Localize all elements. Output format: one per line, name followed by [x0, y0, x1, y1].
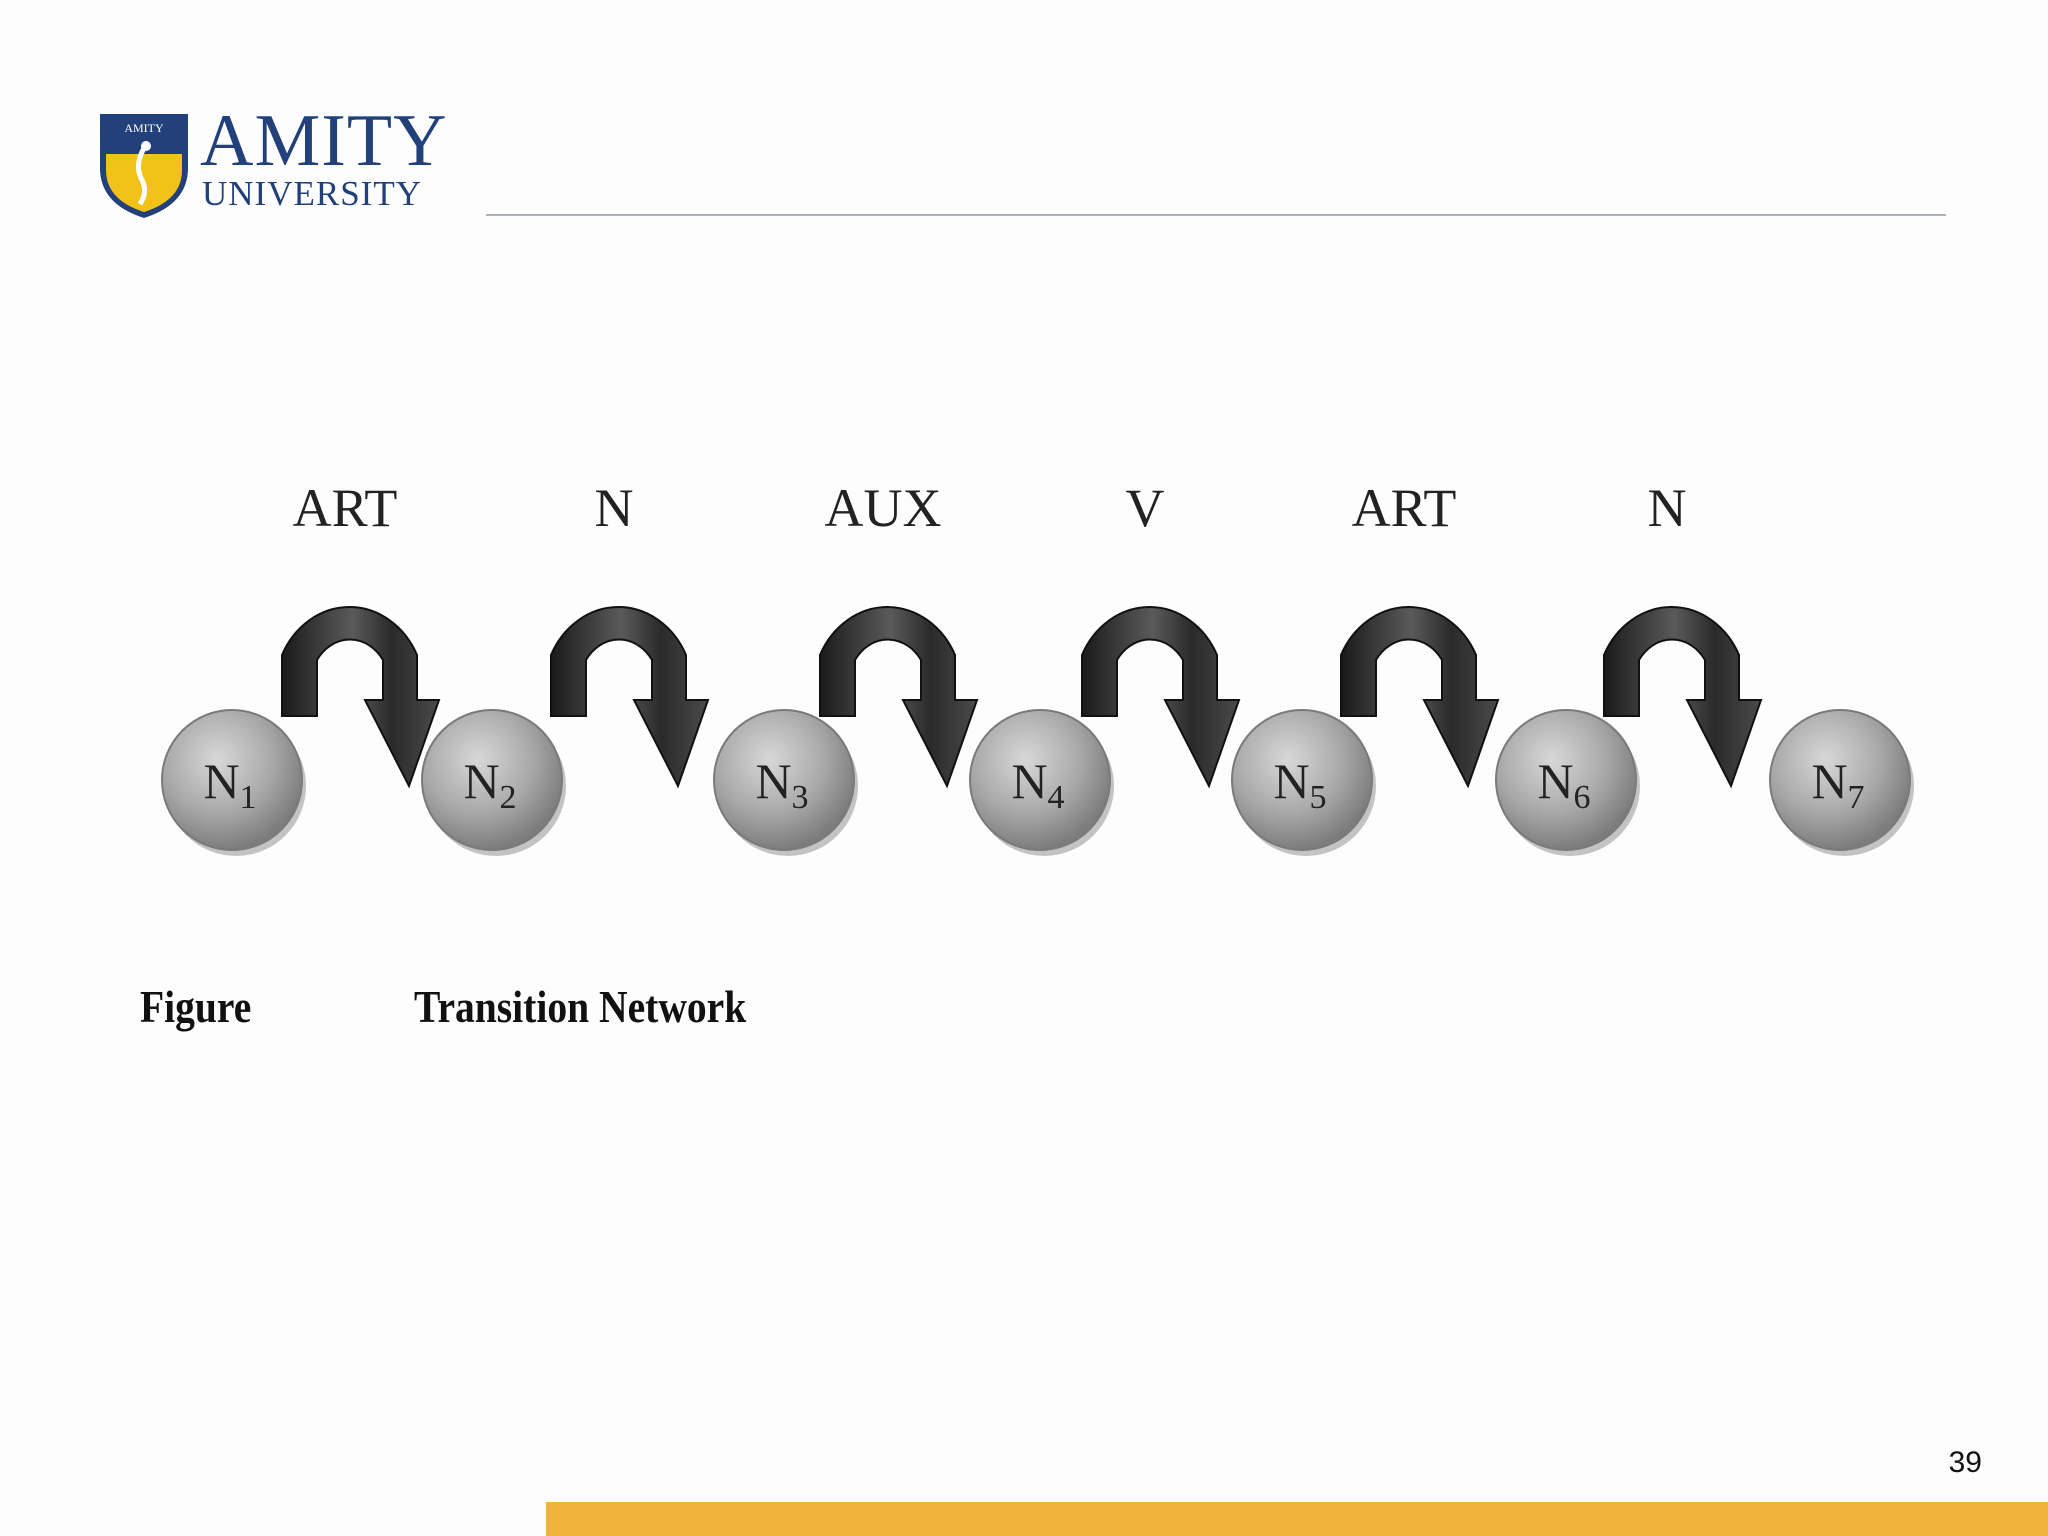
arrow-shape	[550, 606, 710, 789]
node-label: N7	[1811, 753, 1864, 816]
arrow-shape	[1081, 606, 1241, 789]
transition-arc: V	[1081, 478, 1241, 789]
arrow-shape	[281, 606, 441, 789]
node-label-base: N	[1811, 753, 1847, 809]
shield-icon: AMITY	[100, 114, 188, 218]
node-label: N2	[463, 753, 516, 816]
page-number: 39	[1948, 1446, 1982, 1479]
node-label: N4	[1011, 753, 1064, 816]
state-node: N4	[969, 709, 1114, 856]
transition-arc: N	[550, 478, 710, 789]
node-label: N1	[203, 753, 256, 816]
transition-arc: N	[1603, 478, 1763, 789]
node-label-base: N	[1011, 753, 1047, 809]
node-label-base: N	[463, 753, 499, 809]
node-label: N3	[755, 753, 808, 816]
logo-subtitle: UNIVERSITY	[202, 174, 422, 213]
transition-arc: ART	[1340, 478, 1500, 789]
state-node: N1	[161, 709, 306, 856]
transition-arc: AUX	[819, 478, 979, 789]
node-label-subscript: 6	[1574, 779, 1591, 816]
amity-university-logo: AMITY AMITY UNIVERSITY	[96, 104, 456, 224]
node-label-base: N	[1273, 753, 1309, 809]
arrow-shape	[1340, 606, 1500, 789]
state-node: N2	[421, 709, 566, 856]
figure-title: Transition Network	[414, 981, 747, 1032]
arc-label: V	[1126, 478, 1165, 538]
node-label-base: N	[1537, 753, 1573, 809]
state-node: N7	[1769, 709, 1914, 856]
header-divider	[486, 214, 1946, 216]
node-circle	[1495, 709, 1637, 851]
transition-arc: ART	[281, 478, 441, 789]
svg-text:AMITY: AMITY	[124, 121, 164, 135]
node-circle	[161, 709, 303, 851]
node-label-subscript: 1	[240, 779, 257, 816]
arc-label: AUX	[825, 478, 942, 538]
arc-label: ART	[1352, 478, 1457, 538]
node-circle	[1769, 709, 1911, 851]
node-label-subscript: 4	[1048, 779, 1065, 816]
logo-wordmark: AMITY	[200, 100, 448, 182]
footer-accent-bar	[546, 1502, 2048, 1536]
node-label-subscript: 2	[500, 779, 517, 816]
node-label-subscript: 5	[1310, 779, 1327, 816]
figure-label: Figure	[140, 981, 252, 1032]
node-circle	[1231, 709, 1373, 851]
node-label-subscript: 3	[792, 779, 809, 816]
arc-label: N	[595, 478, 634, 538]
arrow-shape	[819, 606, 979, 789]
state-node: N3	[713, 709, 858, 856]
node-label-subscript: 7	[1848, 779, 1865, 816]
node-circle	[421, 709, 563, 851]
node-label-base: N	[203, 753, 239, 809]
node-circle	[969, 709, 1111, 851]
node-label: N6	[1537, 753, 1590, 816]
arrow-shape	[1603, 606, 1763, 789]
arc-label: ART	[293, 478, 398, 538]
node-label-base: N	[755, 753, 791, 809]
node-label: N5	[1273, 753, 1326, 816]
arc-label: N	[1648, 478, 1687, 538]
state-node: N6	[1495, 709, 1640, 856]
state-node: N5	[1231, 709, 1376, 856]
node-circle	[713, 709, 855, 851]
